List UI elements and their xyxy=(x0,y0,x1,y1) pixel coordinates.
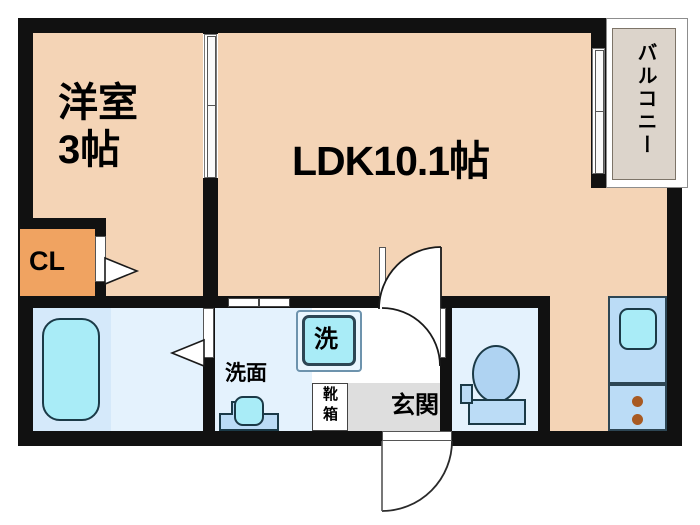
stove-burner-1 xyxy=(632,396,643,407)
wall-above-closet xyxy=(18,218,121,229)
wall-bottom-right xyxy=(452,431,682,446)
bedroom-label-line2: 3帖 xyxy=(58,128,121,172)
ldk-label: LDK10.1帖 xyxy=(292,138,490,184)
kitchen-sink xyxy=(619,308,657,350)
wall-toilet-right xyxy=(538,308,550,438)
toilet-bowl xyxy=(472,345,520,403)
toilet-door-arc[interactable] xyxy=(381,307,441,367)
toilet-tank xyxy=(468,399,526,425)
stove-burner-2 xyxy=(632,414,643,425)
shoebox-label-line1: 靴 xyxy=(323,386,339,403)
bath-folding-door[interactable] xyxy=(203,308,214,358)
sliding-door-leaf-b xyxy=(207,105,216,178)
balcony-door-leaf-b xyxy=(595,111,604,174)
room-ldk-floor xyxy=(218,33,591,296)
wall-bedroom-ldk-lower xyxy=(203,178,218,308)
sliding-door-balcony[interactable] xyxy=(592,48,605,174)
wall-bedroom-ldk-upper xyxy=(203,18,218,34)
wall-top-outer xyxy=(18,18,606,33)
sliding-door-bedroom[interactable] xyxy=(204,34,217,178)
wall-left-lower xyxy=(18,296,33,446)
room-closet-floor[interactable] xyxy=(20,229,95,296)
shoebox-box xyxy=(312,383,348,431)
wall-bedroom-bath-divider xyxy=(18,296,218,308)
room-bath-floor-right xyxy=(111,308,203,431)
vanity-basin xyxy=(234,396,264,426)
washer-space xyxy=(302,315,356,366)
balcony-label: バルコニー xyxy=(634,42,656,157)
ldk-door-arc xyxy=(378,246,442,310)
closet-label: CL xyxy=(29,246,65,276)
wall-over-toilet xyxy=(440,296,550,308)
shoebox-label-line2: 箱 xyxy=(323,406,339,423)
entrance-door-arc[interactable] xyxy=(381,440,453,512)
closet-folding-door-arrow xyxy=(104,256,140,286)
toilet-flush-lever xyxy=(460,384,473,404)
room-bedroom-floor-ext xyxy=(106,218,203,296)
bathtub xyxy=(42,318,100,421)
balcony-door-leaf-a xyxy=(595,50,604,114)
washer-label: 洗 xyxy=(314,326,338,353)
washroom-window-mullion xyxy=(258,298,260,307)
entrance-door-threshold xyxy=(382,431,452,441)
genkan-label: 玄関 xyxy=(391,392,439,419)
bedroom-label-line1: 洋室 xyxy=(58,81,138,125)
wall-right-lower xyxy=(667,183,682,446)
balcony-floor xyxy=(612,28,676,180)
toilet-door-panel[interactable] xyxy=(440,308,446,358)
room-bedroom-floor xyxy=(33,33,203,218)
washroom-label: 洗面 xyxy=(225,362,267,385)
room-ldk-floor-right xyxy=(591,188,667,296)
bath-folding-door-arrow xyxy=(169,338,205,368)
sliding-door-leaf-a xyxy=(207,36,216,110)
